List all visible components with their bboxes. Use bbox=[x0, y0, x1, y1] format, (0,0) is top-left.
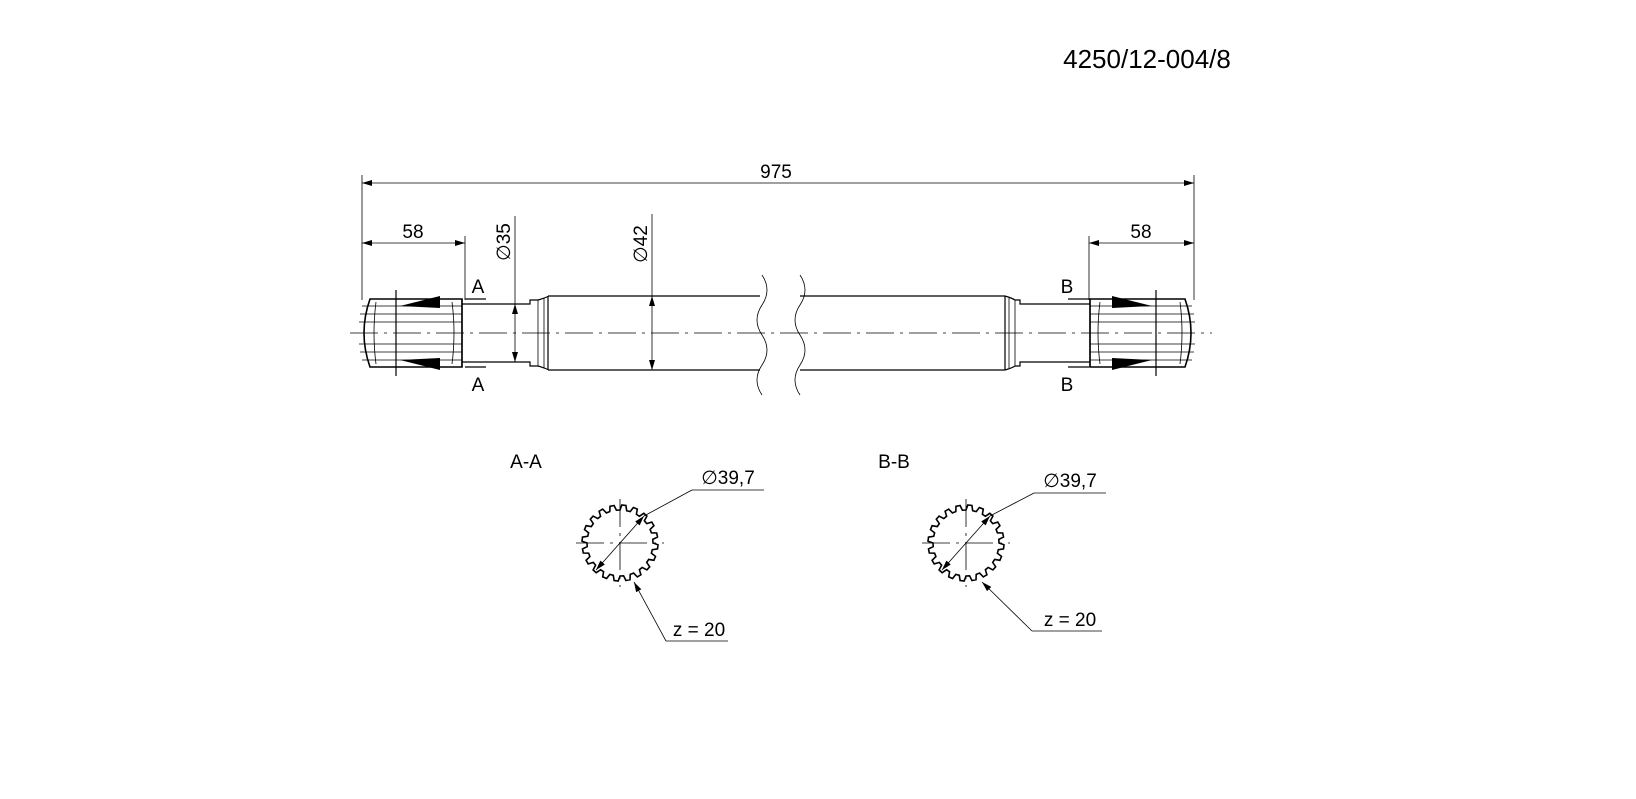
section-view-b: B-B ∅39,7 z = 20 bbox=[878, 452, 1106, 632]
left-spline-length-label: 58 bbox=[402, 222, 423, 243]
section-mark-a-bottom: A bbox=[472, 375, 485, 396]
section-view-a: A-A ∅39,7 z = 20 bbox=[510, 452, 764, 642]
section-a-teeth-label: z = 20 bbox=[673, 620, 725, 641]
right-spline-length-label: 58 bbox=[1130, 222, 1151, 243]
section-a-diameter-label: ∅39,7 bbox=[701, 468, 755, 489]
dimensions: 975 58 58 ∅35 ∅42 bbox=[361, 162, 1195, 370]
section-marks: A A B B bbox=[465, 277, 1089, 396]
body-diameter-label: ∅42 bbox=[631, 225, 652, 263]
section-mark-b-top: B bbox=[1061, 277, 1074, 298]
main-body bbox=[548, 274, 1005, 396]
overall-length-label: 975 bbox=[760, 162, 792, 183]
section-b-diameter-label: ∅39,7 bbox=[1043, 471, 1097, 492]
section-a-title: A-A bbox=[510, 452, 542, 473]
left-spline bbox=[359, 290, 463, 376]
break-line-right bbox=[794, 274, 806, 396]
neck-diameter-label: ∅35 bbox=[494, 223, 515, 261]
drawing-number: 4250/12-004/8 bbox=[1063, 44, 1231, 74]
left-neck bbox=[461, 295, 549, 371]
section-mark-b-bottom: B bbox=[1061, 375, 1074, 396]
shaft-side-view bbox=[350, 274, 1212, 396]
right-spline bbox=[1089, 290, 1195, 376]
break-line-left bbox=[756, 274, 768, 396]
section-mark-a-top: A bbox=[472, 277, 485, 298]
section-b-title: B-B bbox=[878, 452, 910, 473]
section-b-teeth-label: z = 20 bbox=[1044, 610, 1096, 631]
